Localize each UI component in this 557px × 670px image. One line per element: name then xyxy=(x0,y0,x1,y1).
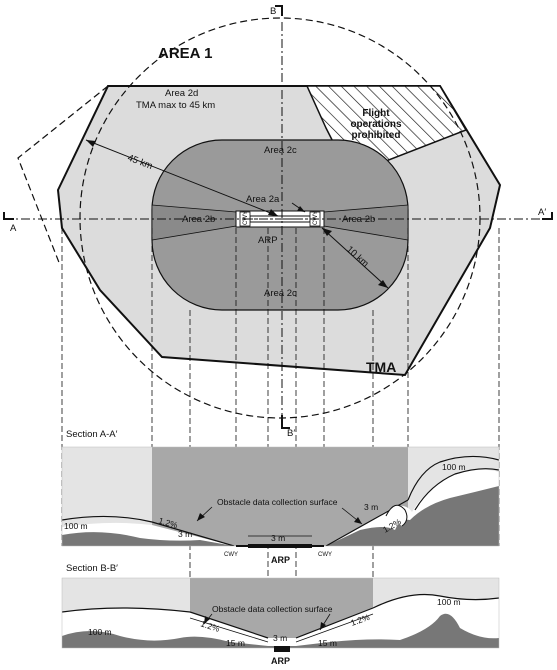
section-bb-100m-left: 100 m xyxy=(88,627,112,637)
area-2a-label: Area 2a xyxy=(246,194,280,205)
section-aa-title: Section A-A′ xyxy=(66,429,118,440)
flight-ops-line-1: Flight xyxy=(362,108,390,119)
area-2c-top-label: Area 2c xyxy=(264,145,297,156)
area-2d-sublabel: TMA max to 45 km xyxy=(136,100,215,111)
area-1-dashed-boundary-right xyxy=(439,85,501,186)
section-bb-100m-right: 100 m xyxy=(437,597,461,607)
area-1-title: AREA 1 xyxy=(158,45,212,62)
area-1-circle xyxy=(79,17,481,419)
cwy-right-label: CWY xyxy=(313,211,319,225)
section-bb-terrain xyxy=(62,613,499,648)
section-aa-100m-left: 100 m xyxy=(64,521,88,531)
section-bb-surface-gap xyxy=(62,594,499,648)
area-2d-label: Area 2d xyxy=(165,88,198,99)
area-2b-left-label: Area 2b xyxy=(182,214,215,225)
tma-label: TMA xyxy=(366,359,396,375)
section-aa-surface-label: Obstacle data collection surface xyxy=(217,497,338,507)
section-bb-15m-left: 15 m xyxy=(226,638,245,648)
section-bb-title: Section B-B′ xyxy=(66,563,118,574)
section-bb-3m: 3 m xyxy=(273,633,287,643)
section-bb-arp: ARP xyxy=(271,656,290,666)
section-aa-3m-runway: 3 m xyxy=(271,533,285,543)
area-1-dashed-boundary-left xyxy=(17,85,109,266)
area-2c-bottom-label: Area 2c xyxy=(264,288,297,299)
section-aa-3m-left: 3 m xyxy=(178,529,192,539)
section-bb-runway xyxy=(274,646,290,652)
section-aa-surface-gap xyxy=(62,469,499,546)
section-aa-terrain xyxy=(62,486,499,546)
area-2b-right-label: Area 2b xyxy=(342,214,375,225)
section-bb-15m-right: 15 m xyxy=(318,638,337,648)
section-aa-arp: ARP xyxy=(271,555,290,565)
section-aa-3m-right: 3 m xyxy=(364,502,378,512)
dist-45km-arrow xyxy=(85,139,279,217)
section-b-marker: B xyxy=(270,6,276,17)
section-aa-runway xyxy=(248,544,312,548)
section-aa-cwy-left: CWY xyxy=(224,552,238,558)
flight-ops-line-3: prohibited xyxy=(352,130,401,141)
section-a-prime-marker: A′ xyxy=(538,207,546,218)
section-a-marker: A xyxy=(10,223,17,234)
section-bb-surface-label: Obstacle data collection surface xyxy=(212,604,333,614)
cwy-left-label: CWY xyxy=(243,211,249,225)
flight-ops-line-2: operations xyxy=(350,119,402,130)
section-aa-100m-right: 100 m xyxy=(442,462,466,472)
section-b-prime-marker: B′ xyxy=(287,428,295,439)
dist-10km-arrow xyxy=(321,227,389,289)
section-aa-cwy-right: CWY xyxy=(318,552,332,558)
